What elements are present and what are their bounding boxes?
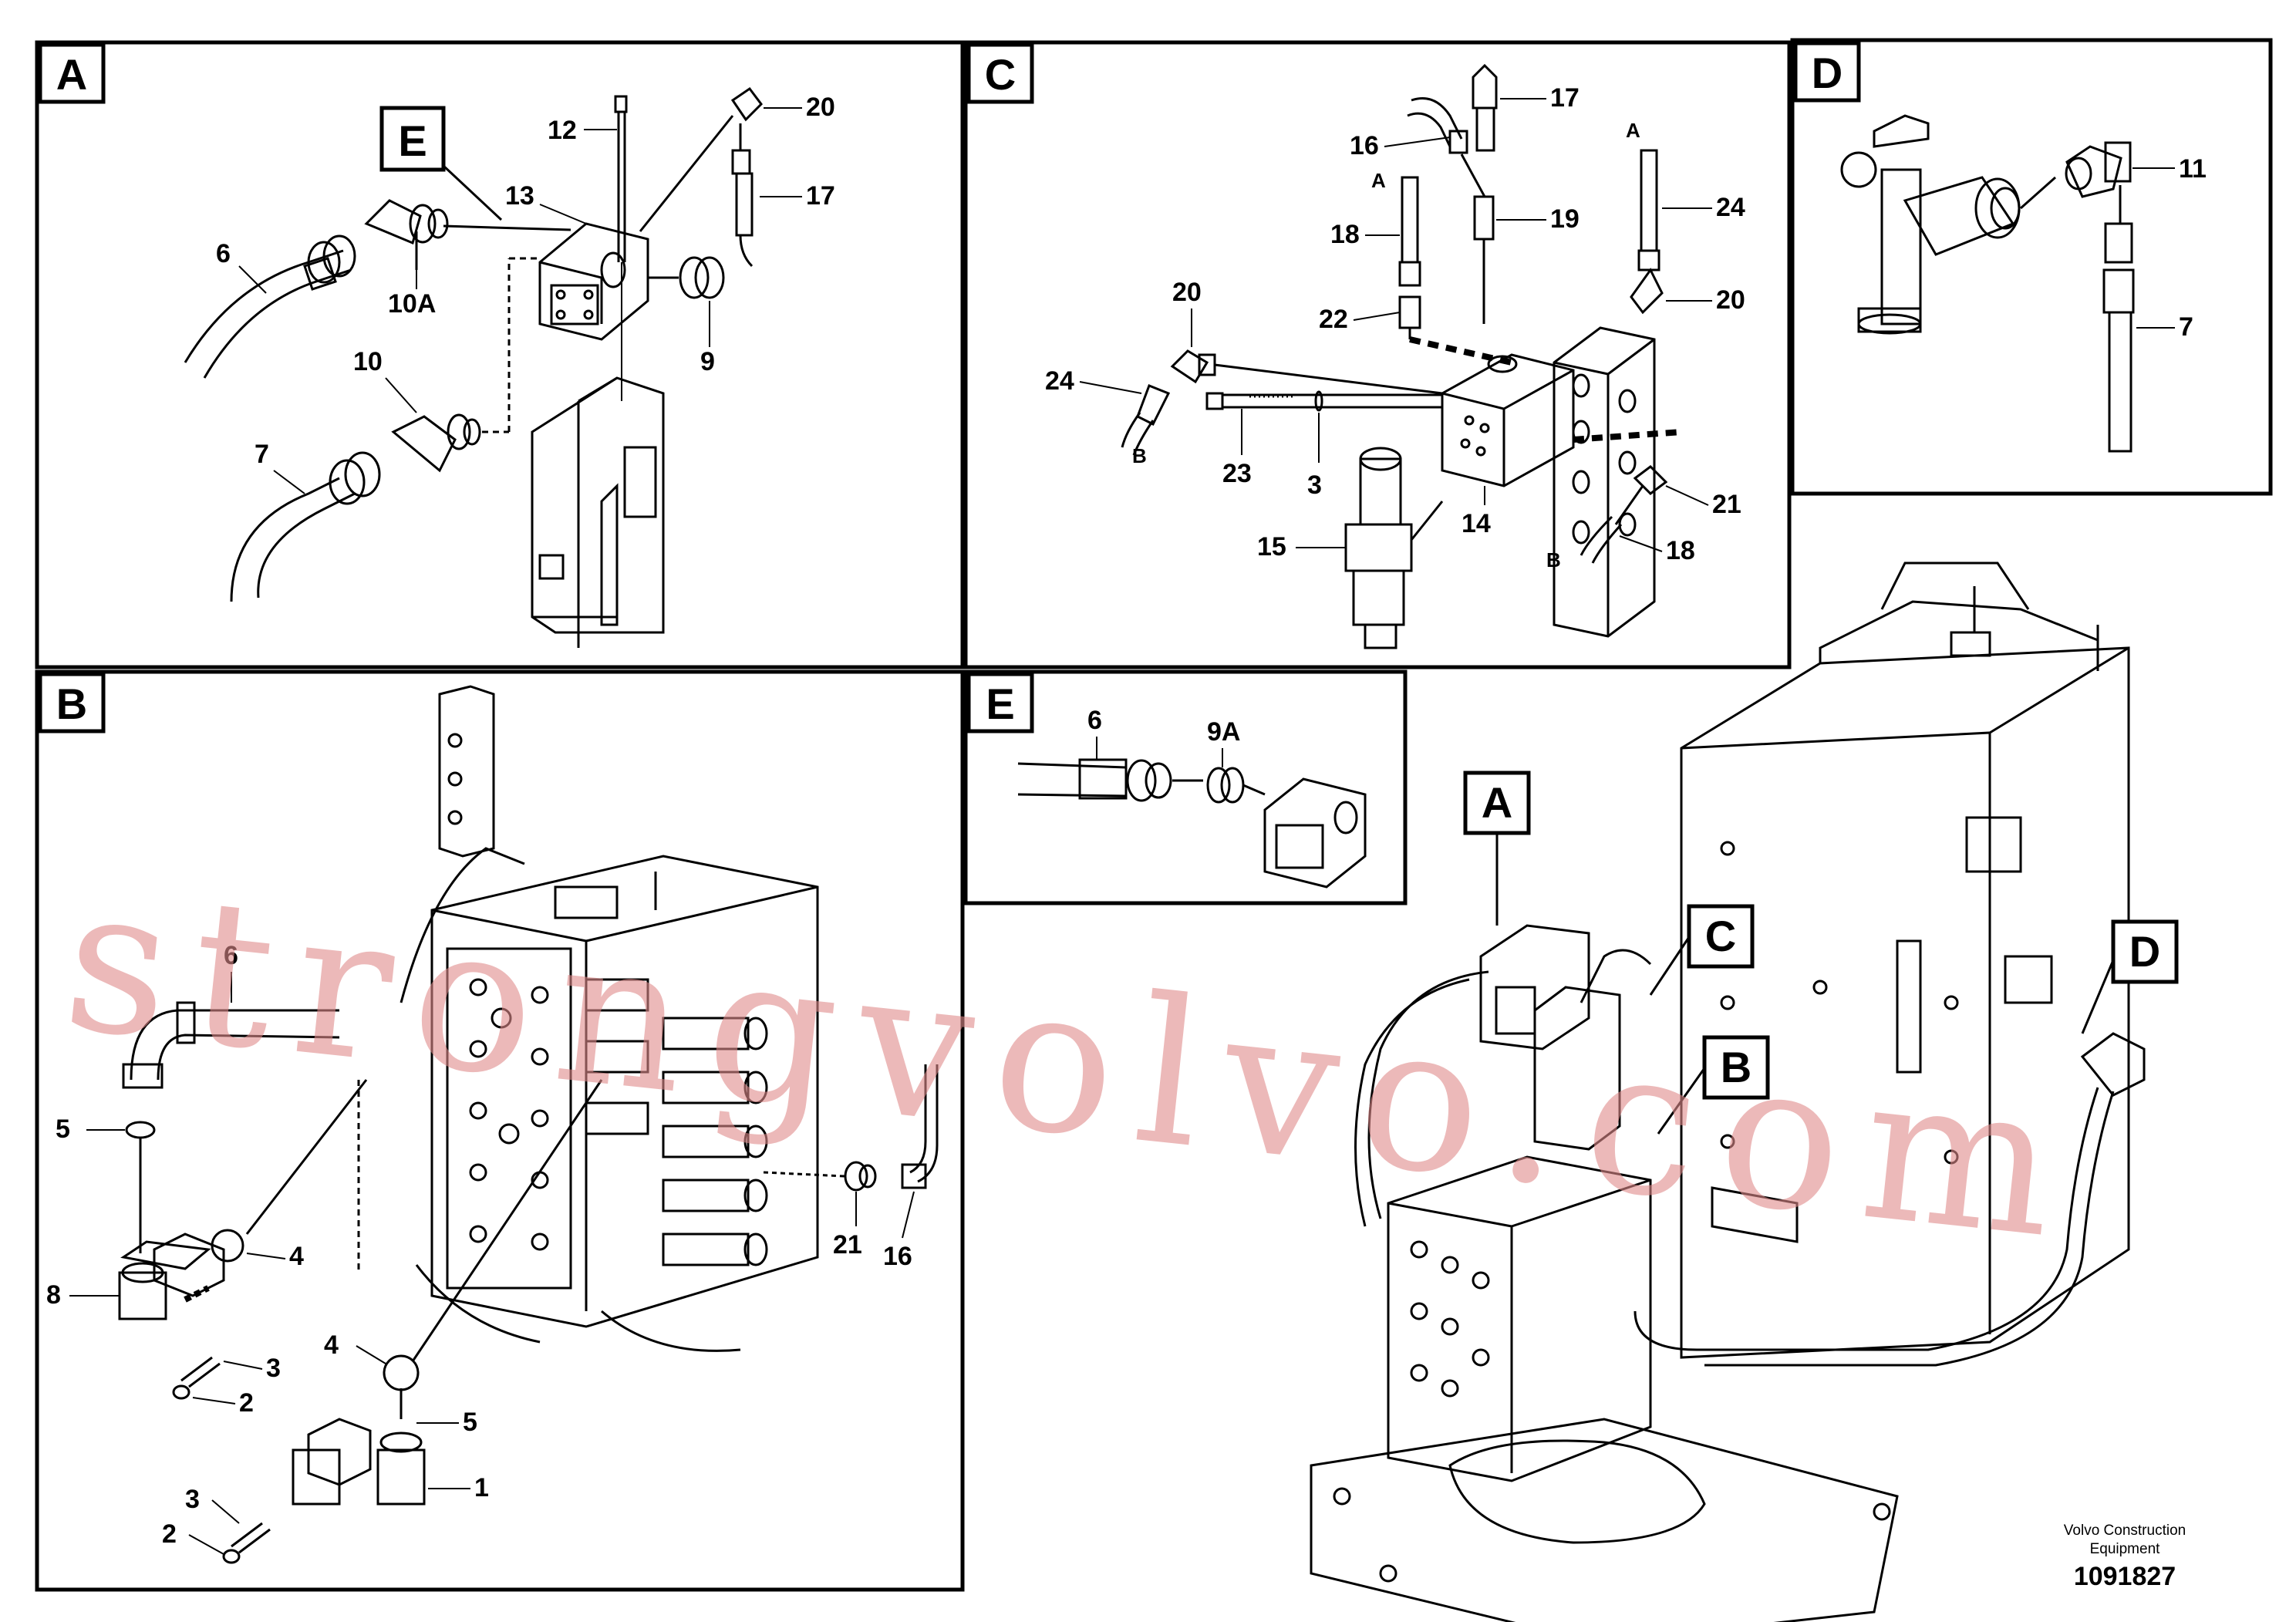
label-5: 5 — [56, 1114, 70, 1144]
panel-e-labels: 6 9A — [1087, 706, 1240, 767]
label-23: 23 — [1222, 459, 1252, 488]
panel-tags: A C D B E — [38, 41, 1861, 733]
label-1: 1 — [474, 1473, 489, 1502]
overview-assembly — [1310, 561, 2179, 1622]
panel-d-labels: 11 7 — [2132, 154, 2207, 342]
footer: Volvo Construction Equipment 1091827 — [2064, 1523, 2186, 1591]
overview-callout-a: A — [1482, 778, 1512, 827]
label-9: 9 — [700, 347, 715, 376]
panel-d-frame — [1790, 38, 2273, 496]
label-2: 2 — [239, 1388, 254, 1418]
label-a-top-left: A — [1371, 169, 1386, 192]
document-number: 1091827 — [2074, 1562, 2176, 1591]
panel-c-drawing — [1121, 63, 1682, 649]
label-13: 13 — [505, 181, 534, 211]
label-24: 24 — [1045, 366, 1074, 396]
label-20: 20 — [806, 93, 835, 122]
label-17: 17 — [806, 181, 835, 211]
label-b-right: B — [1546, 548, 1561, 572]
callout-e-label: E — [398, 116, 426, 165]
panel-e-tag: E — [986, 679, 1014, 728]
label-7: 7 — [255, 440, 269, 469]
panel-b-tag: B — [56, 679, 87, 728]
overview-callout-c: C — [1705, 912, 1736, 960]
panel-b-drawing — [118, 685, 939, 1564]
label-10a: 10A — [388, 289, 436, 319]
label-14: 14 — [1462, 509, 1491, 538]
label-6: 6 — [224, 941, 238, 970]
label-3: 3 — [266, 1354, 281, 1383]
overview-callouts: A C B D — [1482, 778, 2160, 1091]
label-b-left: B — [1132, 444, 1147, 467]
panel-d-drawing — [1840, 114, 2135, 453]
label-5: 5 — [463, 1408, 477, 1437]
label-24: 24 — [1716, 193, 1745, 222]
panel-e-frame — [963, 669, 1408, 905]
label-9a: 9A — [1207, 717, 1240, 747]
panel-e-drawing — [1017, 758, 1367, 889]
panel-a-drawing — [184, 86, 763, 648]
label-7: 7 — [2179, 312, 2193, 342]
label-8: 8 — [46, 1280, 61, 1310]
label-20: 20 — [1172, 278, 1202, 307]
panel-c-labels: 17 16 A 18 19 A 24 20 22 20 24 B 23 3 14… — [1045, 83, 1745, 572]
label-18: 18 — [1330, 220, 1360, 249]
panel-b-frame — [35, 669, 965, 1592]
label-22: 22 — [1319, 305, 1348, 334]
overview-callout-b: B — [1721, 1043, 1752, 1091]
label-2: 2 — [162, 1519, 177, 1549]
label-a-top-right: A — [1626, 119, 1640, 142]
overview-callout-d: D — [2129, 927, 2160, 976]
brand-line-2: Equipment — [2090, 1541, 2161, 1557]
label-21: 21 — [833, 1230, 862, 1259]
label-6: 6 — [216, 239, 231, 268]
label-15: 15 — [1257, 532, 1286, 561]
label-16: 16 — [1350, 131, 1379, 160]
label-19: 19 — [1550, 204, 1580, 234]
label-3: 3 — [185, 1485, 200, 1514]
panel-d-tag: D — [1812, 49, 1843, 97]
label-10: 10 — [353, 347, 383, 376]
panel-a-frame — [35, 40, 965, 669]
brand-line-1: Volvo Construction — [2064, 1523, 2186, 1539]
label-18: 18 — [1666, 536, 1695, 565]
panel-a-tag: A — [56, 50, 87, 99]
panel-b-labels: 6 5 4 8 3 2 4 5 3 2 1 21 16 — [46, 941, 915, 1555]
label-20: 20 — [1716, 285, 1745, 315]
panel-a-labels: E 12 20 13 17 6 10A 9 10 7 — [216, 93, 835, 494]
panel-c-tag: C — [985, 50, 1016, 99]
label-16: 16 — [883, 1242, 912, 1271]
label-21: 21 — [1712, 490, 1741, 519]
label-3: 3 — [1307, 470, 1322, 500]
label-12: 12 — [548, 116, 577, 145]
label-4: 4 — [324, 1330, 339, 1360]
label-11: 11 — [2179, 154, 2207, 184]
panel-c-frame — [963, 40, 1792, 669]
watermark: strongvolvo.com — [55, 842, 2089, 1285]
label-6: 6 — [1087, 706, 1102, 735]
label-17: 17 — [1550, 83, 1580, 113]
label-4: 4 — [289, 1242, 304, 1271]
